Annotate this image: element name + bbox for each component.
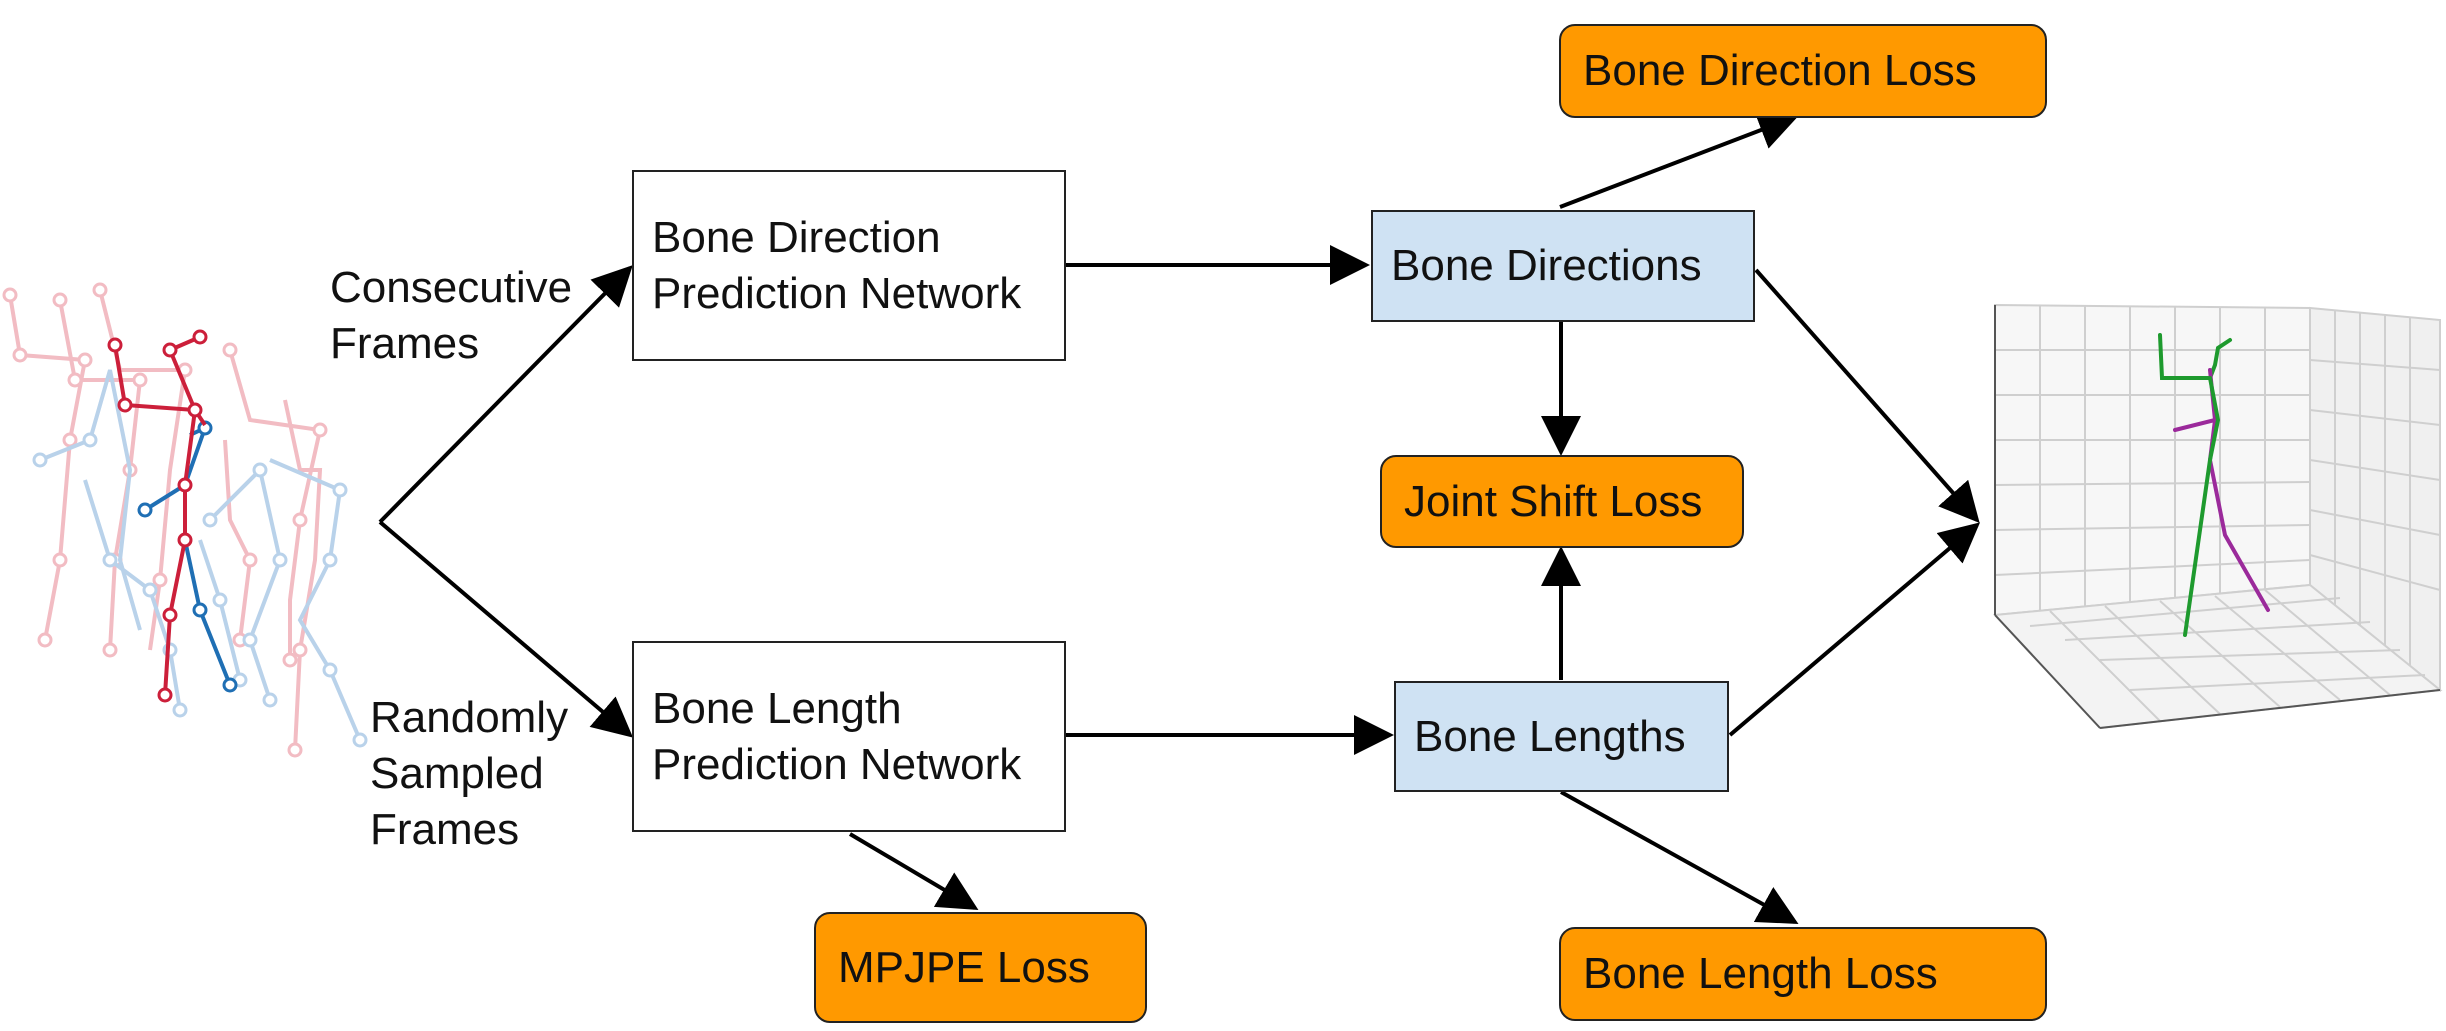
bone-directions-box: Bone Directions: [1371, 210, 1755, 322]
input-skeletons-illustration: [2, 282, 368, 758]
joint-shift-loss-box: Joint Shift Loss: [1380, 455, 1744, 548]
length-network-line-1: Bone Length: [652, 683, 902, 733]
bone-lengths-box: Bone Lengths: [1394, 681, 1729, 792]
input-branch-arrows: [378, 265, 634, 738]
consecutive-frames-label: Consecutive Frames: [330, 260, 572, 372]
random-line-2: Sampled: [370, 749, 544, 798]
randomly-sampled-frames-label: Randomly Sampled Frames: [370, 690, 568, 858]
random-line-3: Frames: [370, 805, 520, 854]
loss-arrows: [1541, 111, 1799, 924]
mpjpe-loss-label: MPJPE Loss: [838, 942, 1090, 992]
consecutive-line-1: Consecutive: [330, 263, 573, 312]
bone-length-network-box: Bone Length Prediction Network: [632, 641, 1066, 832]
bone-directions-label: Bone Directions: [1391, 241, 1702, 290]
bone-lengths-label: Bone Lengths: [1414, 711, 1686, 761]
pose-arrows: [1728, 268, 1981, 737]
network-arrows: [848, 245, 1394, 911]
random-line-1: Randomly: [370, 693, 569, 742]
length-network-line-2: Prediction Network: [652, 739, 1022, 789]
joint-shift-loss-label: Joint Shift Loss: [1404, 476, 1703, 526]
3d-pose-plot: [1992, 303, 2443, 730]
bone-length-loss-box: Bone Length Loss: [1559, 927, 2047, 1021]
bone-direction-loss-box: Bone Direction Loss: [1559, 24, 2047, 118]
mpjpe-loss-box: MPJPE Loss: [814, 912, 1147, 1023]
direction-network-line-1: Bone Direction: [652, 212, 941, 262]
bone-direction-network-box: Bone Direction Prediction Network: [632, 170, 1066, 361]
consecutive-line-2: Frames: [330, 319, 480, 368]
direction-network-line-2: Prediction Network: [652, 268, 1022, 318]
bone-direction-loss-label: Bone Direction Loss: [1583, 46, 1977, 95]
bone-length-loss-label: Bone Length Loss: [1583, 949, 1938, 998]
